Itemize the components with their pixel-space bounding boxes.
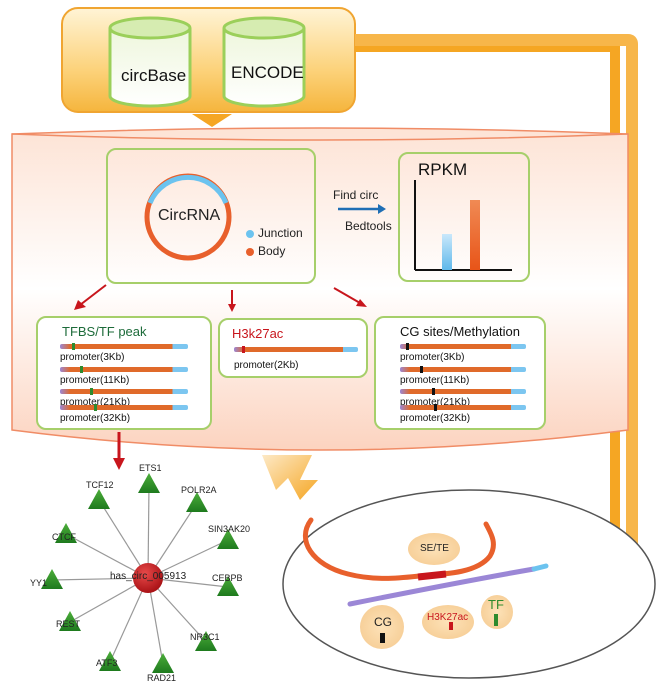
network-node-ctcf	[55, 523, 77, 543]
network-node-ets1	[138, 473, 160, 493]
network-node-tcf12	[88, 489, 110, 509]
cg-title: CG sites/Methylation	[400, 324, 520, 339]
tfbs-promoter-1: promoter(3Kb)	[60, 352, 125, 363]
database-panel	[61, 7, 356, 113]
network-node-rest	[59, 611, 81, 631]
network-node-nr3c1	[195, 631, 217, 651]
tf-network	[41, 473, 239, 673]
network-node-label: YY1	[30, 578, 48, 588]
h3k27ac-title: H3k27ac	[232, 326, 284, 341]
encode-cylinder	[222, 16, 306, 108]
cell-sete-label: SE/TE	[420, 543, 449, 554]
cg-promoter-3: promoter(21Kb)	[400, 397, 471, 408]
network-edge	[51, 577, 149, 581]
circbase-label: circBase	[121, 66, 187, 85]
tfbs-title: TFBS/TF peak	[62, 324, 147, 339]
network-node-label: TCF12	[86, 480, 114, 490]
network-hub	[133, 563, 163, 593]
network-node-label: SIN3AK20	[208, 524, 251, 534]
cell	[282, 489, 656, 679]
cell-arrow	[262, 455, 318, 500]
network-node-cebpb	[217, 576, 239, 596]
network-edge	[147, 483, 150, 579]
cg-promoter-4: promoter(32Kb)	[400, 413, 471, 424]
network-node-label: ATF3	[96, 658, 118, 668]
network-node-rad21	[152, 653, 174, 673]
hub-label: has_circ_005913	[110, 571, 187, 582]
h3k27ac-promoter: promoter(2Kb)	[234, 360, 299, 371]
network-edge	[98, 499, 149, 579]
method-find-circ: Find circ	[333, 188, 379, 202]
h3k27ac-box: H3k27ac promoter(2Kb)	[218, 318, 368, 378]
network-node-label: CEBPB	[212, 573, 243, 583]
tfbs-promoter-4: promoter(32Kb)	[60, 413, 131, 424]
cg-promoter-1: promoter(3Kb)	[400, 352, 465, 363]
network-node-atf3	[99, 651, 121, 671]
network-edge	[109, 577, 149, 663]
cg-box: CG sites/Methylation promoter(3Kb) promo…	[374, 316, 546, 430]
tfbs-promoter-2: promoter(11Kb)	[60, 375, 130, 386]
network-node-label: POLR2A	[181, 485, 217, 495]
junction-legend: Junction	[258, 226, 303, 240]
rpkm-box	[398, 152, 530, 282]
encode-label: ENCODE	[231, 63, 304, 82]
method-bedtools: Bedtools	[345, 219, 392, 233]
circbase-cylinder	[108, 16, 192, 108]
tfbs-promoter-3: promoter(21Kb)	[60, 397, 131, 408]
network-edge	[65, 533, 149, 579]
circrna-box	[106, 148, 316, 284]
network-node-label: RAD21	[147, 673, 177, 683]
circrna-label: CircRNA	[158, 207, 221, 224]
down-arrow	[192, 114, 232, 127]
tfbs-box: TFBS/TF peak promoter(3Kb) promoter(11Kb…	[36, 316, 212, 430]
rpkm-title: RPKM	[418, 160, 468, 179]
network-node-label: REST	[56, 619, 81, 629]
body-legend: Body	[258, 244, 286, 258]
network-node-label: ETS1	[139, 463, 162, 473]
cg-promoter-2: promoter(11Kb)	[400, 375, 470, 386]
network-node-yy1	[41, 569, 63, 589]
cell-tf-label: TF	[488, 597, 504, 612]
rpkm-body-bar	[470, 200, 480, 270]
cell-cg-label: CG	[374, 615, 392, 629]
cell-h3k27ac-label: H3K27ac	[427, 612, 469, 623]
rpkm-junction-bar	[442, 234, 452, 270]
network-node-label: CTCF	[52, 532, 76, 542]
network-node-sin3ak20	[217, 529, 239, 549]
network-node-label: NR3C1	[190, 632, 220, 642]
network-node-polr2a	[186, 492, 208, 512]
